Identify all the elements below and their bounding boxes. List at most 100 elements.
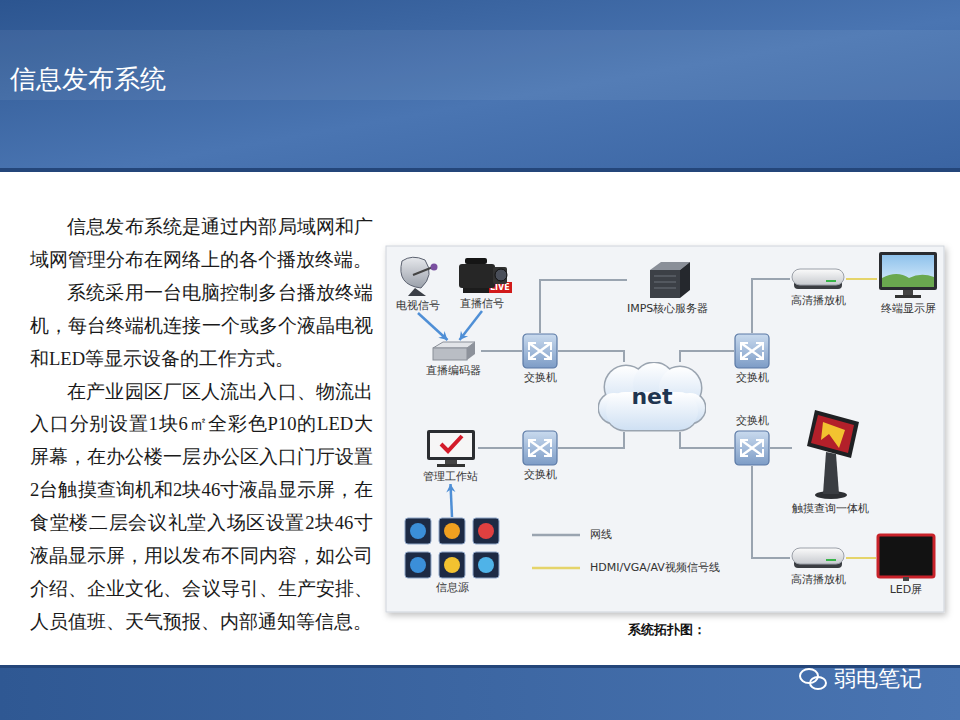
device-label: 直播编码器 (426, 364, 481, 378)
camera-icon (459, 258, 507, 293)
legend-swatch (530, 529, 582, 541)
network-cable (540, 280, 627, 333)
network-cable (752, 279, 790, 333)
live-encoder: 直播编码器 (426, 340, 481, 378)
player-icon (792, 269, 844, 289)
footer-band (0, 665, 960, 720)
signal-arrow (460, 311, 483, 340)
network-switch: 交换机 (522, 430, 558, 482)
header-band (0, 0, 960, 172)
dish-icon (401, 257, 438, 296)
device-label: 触摸查询一体机 (792, 502, 869, 516)
server-icon (650, 262, 690, 298)
led-icon (878, 535, 934, 581)
device-icon (522, 333, 558, 369)
cloud-icon (599, 363, 705, 430)
device-icon (790, 266, 846, 292)
device-icon (799, 408, 863, 500)
switch-icon (735, 334, 769, 368)
diagram-caption: 系统拓扑图： (628, 621, 706, 639)
footer-rule (0, 665, 960, 668)
network-cable (558, 351, 624, 362)
network-switch: 交换机 (522, 333, 558, 385)
switch-icon (523, 431, 557, 465)
legend-text: HDMI/VGA/AV视频信号线 (590, 560, 720, 575)
header-rule (0, 168, 960, 172)
device-icon (734, 333, 770, 369)
device-label: 高清播放机 (791, 294, 846, 308)
device-label: 交换机 (736, 371, 769, 385)
device-label: 交换机 (524, 371, 557, 385)
device-icon (877, 250, 939, 300)
led-screen: LED屏 (876, 533, 936, 597)
display-monitor: 终端显示屏 (877, 250, 939, 316)
network-cable (846, 557, 876, 559)
video-camera: 直播信号 (455, 255, 509, 311)
device-label: LED屏 (890, 583, 923, 597)
cloud-label: net (631, 384, 672, 410)
network-cable (680, 432, 734, 448)
device-label: 交换机 (736, 414, 769, 428)
device-icon (455, 255, 509, 295)
network-switch: 交换机 (734, 333, 770, 385)
network-cloud: net (598, 362, 706, 432)
legend-swatch (530, 562, 582, 574)
satellite-dish: 电视信号 (395, 255, 441, 313)
media-player: 高清播放机 (790, 545, 846, 587)
legend-line (532, 533, 580, 536)
signal-arrow (451, 484, 453, 517)
device-label: 信息源 (436, 581, 469, 595)
body-paragraph: 系统采用一台电脑控制多台播放终端机，每台终端机连接一个或多个液晶电视和LED等显… (30, 277, 373, 376)
device-label: 交换机 (524, 468, 557, 482)
device-icon (734, 430, 770, 466)
network-cable (478, 447, 522, 449)
slide-title: 信息发布系统 (10, 62, 166, 97)
player-icon (792, 548, 844, 568)
network-cable (770, 447, 792, 449)
network-cable (680, 351, 734, 362)
diagram-panel (386, 246, 944, 612)
device-icon (522, 430, 558, 466)
body-text: 信息发布系统是通过内部局域网和广域网管理分布在网络上的各个播放终端。系统采用一台… (30, 211, 373, 639)
device-icon (644, 260, 692, 300)
touch-kiosk: 触摸查询一体机 (792, 408, 869, 516)
device-icon (425, 428, 477, 468)
legend-entry: HDMI/VGA/AV视频信号线 (530, 560, 720, 575)
core-server: IMPS核心服务器 (627, 260, 708, 316)
workstation-icon (427, 430, 475, 467)
legend-entry: 网线 (530, 527, 612, 542)
encoder-icon (433, 342, 475, 360)
device-label: 管理工作站 (423, 470, 478, 484)
wechat-icon (800, 669, 826, 689)
device-icon (876, 533, 936, 581)
network-cable (481, 350, 522, 352)
watermark: 弱电笔记 (834, 665, 922, 693)
network-cable (752, 466, 790, 558)
monitor-icon (879, 252, 937, 298)
media-player: 高清播放机 (790, 266, 846, 308)
legend-line (532, 566, 580, 569)
device-icon (790, 545, 846, 571)
body-paragraph: 在产业园区厂区人流出入口、物流出入口分别设置1块6㎡全彩色P10的LED大屏幕，… (30, 376, 373, 639)
sources-icon (405, 518, 499, 578)
signal-arrow (418, 313, 448, 340)
device-icon (395, 255, 441, 297)
network-cable (558, 432, 624, 448)
device-label: 直播信号 (460, 297, 504, 311)
info-source-tiles: 信息源 (404, 517, 500, 595)
network-switch: 交换机 (734, 414, 770, 466)
body-paragraph: 信息发布系统是通过内部局域网和广域网管理分布在网络上的各个播放终端。 (30, 211, 373, 277)
network-cable (846, 278, 877, 280)
switch-icon (523, 334, 557, 368)
device-label: 高清播放机 (791, 573, 846, 587)
device-label: 电视信号 (396, 299, 440, 313)
device-icon (431, 340, 477, 362)
switch-icon (735, 431, 769, 465)
management-workstation: 管理工作站 (423, 428, 478, 484)
header-highlight (0, 30, 960, 100)
kiosk-icon (807, 410, 859, 499)
device-icon (404, 517, 500, 579)
device-label: 终端显示屏 (881, 302, 936, 316)
device-label: IMPS核心服务器 (627, 302, 708, 316)
legend-text: 网线 (590, 527, 612, 542)
